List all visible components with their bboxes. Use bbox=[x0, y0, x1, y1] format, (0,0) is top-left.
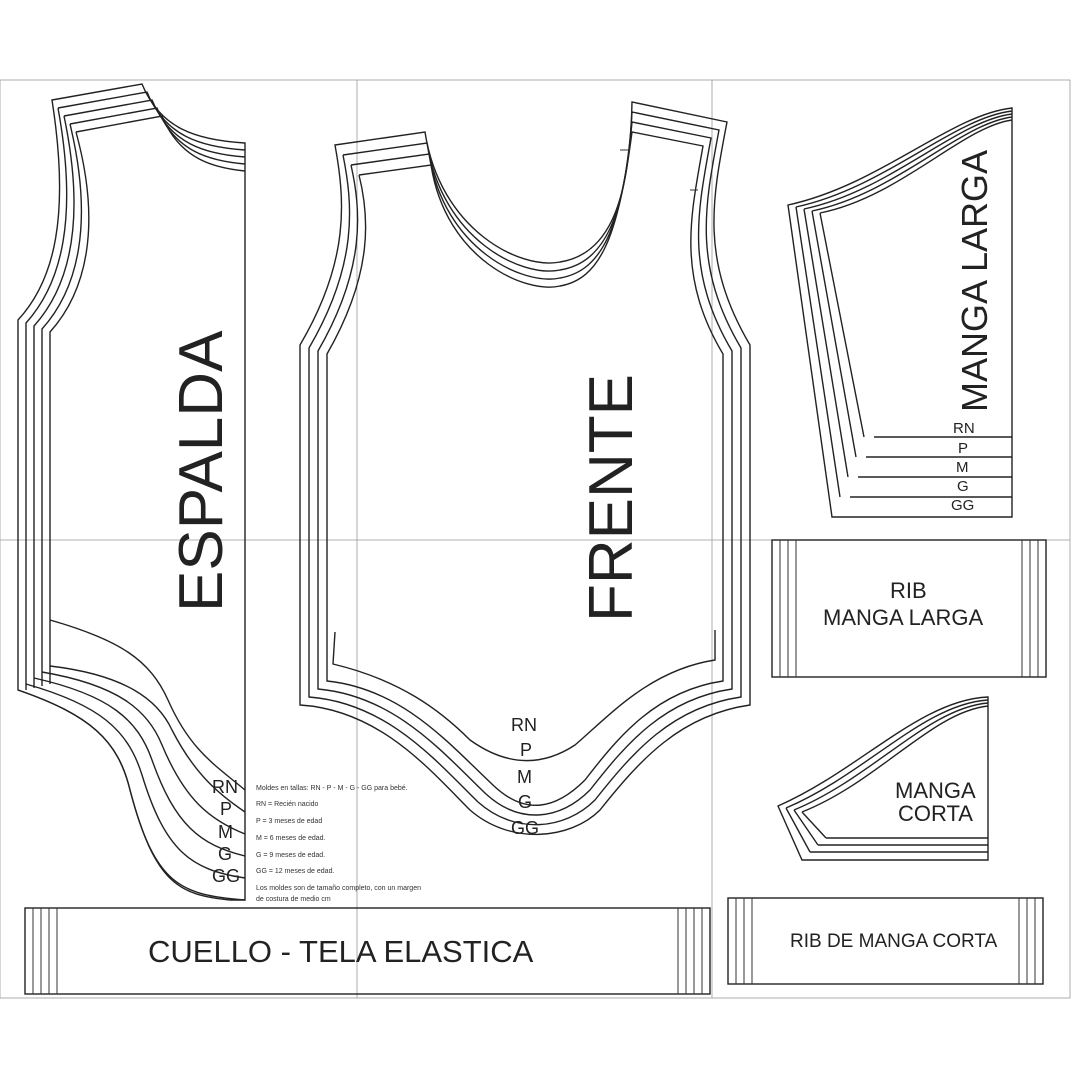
frente-size-p: P bbox=[520, 740, 532, 760]
rib-manga-larga-label-line1: RIB bbox=[890, 578, 927, 603]
espalda-size-labels: RN P M G GG bbox=[212, 777, 240, 886]
rib-manga-larga-label-line2: MANGA LARGA bbox=[823, 605, 983, 630]
rib-manga-larga-pattern bbox=[771, 539, 1047, 678]
frente-pattern bbox=[299, 101, 751, 836]
espalda-label: ESPALDA bbox=[167, 330, 236, 612]
manga-larga-pattern bbox=[787, 107, 1013, 518]
espalda-size-gg: GG bbox=[212, 866, 240, 886]
note-line: Moldes en tallas: RN - P - M - G - GG pa… bbox=[256, 785, 408, 792]
note-line: G = 9 meses de edad. bbox=[256, 852, 325, 859]
size-notes: Moldes en tallas: RN - P - M - G - GG pa… bbox=[256, 785, 421, 903]
rib-manga-corta-pattern bbox=[727, 897, 1044, 985]
frente-size-rn: RN bbox=[511, 715, 537, 735]
rib-manga-corta-label: RIB DE MANGA CORTA bbox=[790, 931, 998, 952]
frente-size-labels: RN P M G GG bbox=[511, 715, 539, 838]
manga-larga-size-rn: RN bbox=[953, 420, 975, 437]
cuello-pattern bbox=[24, 907, 711, 995]
note-line: Los moldes son de tamaño completo, con u… bbox=[256, 885, 421, 892]
manga-larga-size-gg: GG bbox=[951, 497, 974, 514]
frente-label: FRENTE bbox=[577, 374, 646, 622]
espalda-pattern bbox=[17, 83, 246, 901]
frente-size-gg: GG bbox=[511, 818, 539, 838]
manga-corta-label-line1: MANGA bbox=[895, 778, 976, 803]
note-line: P = 3 meses de edad bbox=[256, 818, 322, 825]
manga-larga-size-m: M bbox=[956, 459, 969, 476]
frente-size-m: M bbox=[517, 767, 532, 787]
frente-size-g: G bbox=[518, 792, 532, 812]
espalda-size-g: G bbox=[218, 844, 232, 864]
espalda-size-rn: RN bbox=[212, 777, 238, 797]
manga-larga-size-p: P bbox=[958, 440, 968, 457]
espalda-size-p: P bbox=[220, 799, 232, 819]
manga-corta-pattern bbox=[777, 696, 989, 861]
cuello-label: CUELLO - TELA ELASTICA bbox=[148, 934, 534, 969]
manga-larga-size-labels: RN P M G GG bbox=[951, 420, 975, 514]
note-line: RN = Recién nacido bbox=[256, 801, 319, 808]
manga-larga-size-g: G bbox=[957, 478, 969, 495]
espalda-size-m: M bbox=[218, 822, 233, 842]
manga-corta-label-line2: CORTA bbox=[898, 801, 973, 826]
note-line: M = 6 meses de edad. bbox=[256, 835, 326, 842]
manga-larga-label: MANGA LARGA bbox=[954, 150, 995, 412]
note-line: GG = 12 meses de edad. bbox=[256, 868, 334, 875]
note-line: de costura de medio cm bbox=[256, 896, 331, 903]
